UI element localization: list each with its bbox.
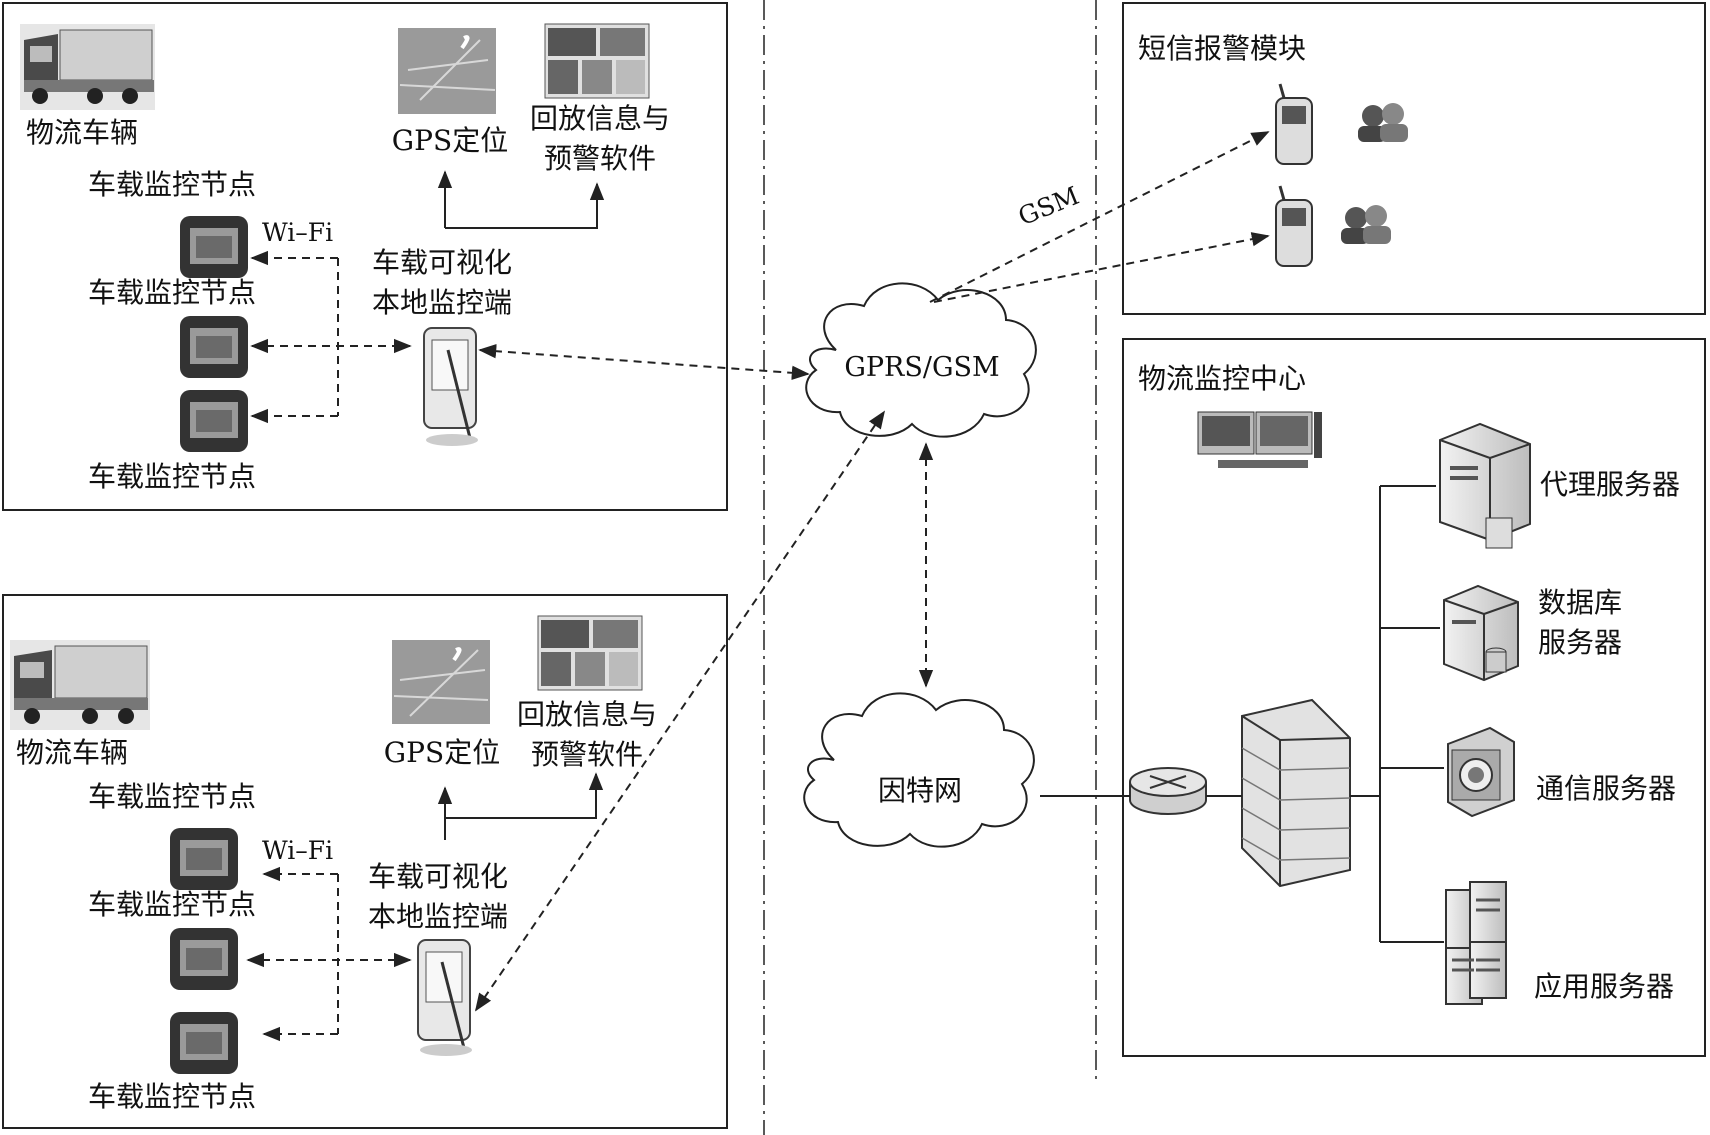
gprs-gsm-label: GPRS/GSM xyxy=(844,352,1000,383)
proxy-server-label: 代理服务器 xyxy=(1540,468,1681,501)
node-label-bottom-1: 车载监控节点 xyxy=(88,780,257,813)
communication-server-icon xyxy=(1447,726,1515,818)
internet-cloud xyxy=(803,692,1035,848)
gps-label-top: GPS定位 xyxy=(391,124,509,157)
node-label-top-3: 车载监控节点 xyxy=(88,460,257,493)
terminal-label-bottom-1: 车载可视化 xyxy=(367,860,509,893)
sms-module-title: 短信报警模块 xyxy=(1138,32,1307,65)
node-label-bottom-2: 车载监控节点 xyxy=(88,888,257,921)
playback-label-top-2: 预警软件 xyxy=(543,142,657,175)
router-icon xyxy=(1129,767,1207,815)
node-label-top-1: 车载监控节点 xyxy=(88,168,257,201)
monitor-node-bottom-1 xyxy=(170,828,238,890)
wifi-label-bottom: Wi–Fi xyxy=(262,836,334,865)
playback-software-image-bottom xyxy=(537,615,643,691)
node-label-top-2: 车载监控节点 xyxy=(88,276,257,309)
monitor-center-title: 物流监控中心 xyxy=(1138,362,1307,395)
phone-icon-2 xyxy=(1275,185,1313,267)
vehicle-label-bottom: 物流车辆 xyxy=(16,736,129,769)
vehicle-label-top: 物流车辆 xyxy=(26,116,139,149)
users-icon-1 xyxy=(1358,103,1408,142)
center-links xyxy=(1040,485,1444,943)
wifi-label-top: Wi–Fi xyxy=(262,218,334,247)
database-server-icon xyxy=(1443,584,1519,682)
node-label-bottom-3: 车载监控节点 xyxy=(88,1080,257,1113)
truck-image-bottom xyxy=(10,640,150,730)
users-icon-2 xyxy=(1341,205,1391,244)
vehicle-panel-top xyxy=(2,2,728,511)
network-links xyxy=(474,131,1270,1012)
monitor-node-top-2 xyxy=(180,316,248,378)
center-panel xyxy=(1122,338,1706,1057)
proxy-server-icon xyxy=(1439,422,1531,549)
local-terminal-top xyxy=(423,327,478,446)
playback-label-bottom-2: 预警软件 xyxy=(530,738,644,771)
monitor-node-bottom-3 xyxy=(170,1012,238,1074)
app-server-label: 应用服务器 xyxy=(1534,970,1675,1003)
terminal-label-top-2: 本地监控端 xyxy=(371,286,513,319)
monitor-node-bottom-2 xyxy=(170,928,238,990)
firewall-icon xyxy=(1241,698,1351,888)
sms-panel xyxy=(1122,2,1706,315)
top-connections xyxy=(250,170,605,424)
comm-server-label: 通信服务器 xyxy=(1536,772,1677,805)
playback-label-top-1: 回放信息与 xyxy=(529,102,671,135)
application-server-icon xyxy=(1445,881,1507,1005)
phone-icon-1 xyxy=(1275,83,1313,165)
gps-image-bottom xyxy=(392,640,490,724)
workstation-icon xyxy=(1197,411,1322,468)
playback-label-bottom-1: 回放信息与 xyxy=(516,698,658,731)
local-terminal-bottom xyxy=(417,939,472,1056)
monitor-node-top-1 xyxy=(180,216,248,278)
db-server-label-2: 服务器 xyxy=(1538,626,1623,659)
internet-label: 因特网 xyxy=(877,774,963,807)
terminal-label-top-1: 车载可视化 xyxy=(371,246,513,279)
playback-software-image-top xyxy=(544,23,650,99)
gps-label-bottom: GPS定位 xyxy=(383,736,501,769)
gps-image-top xyxy=(398,28,496,114)
truck-image-top xyxy=(20,24,155,110)
gprs-gsm-cloud xyxy=(805,282,1037,438)
db-server-label-1: 数据库 xyxy=(1538,586,1623,619)
monitor-node-top-3 xyxy=(180,390,248,452)
terminal-label-bottom-2: 本地监控端 xyxy=(367,900,509,933)
